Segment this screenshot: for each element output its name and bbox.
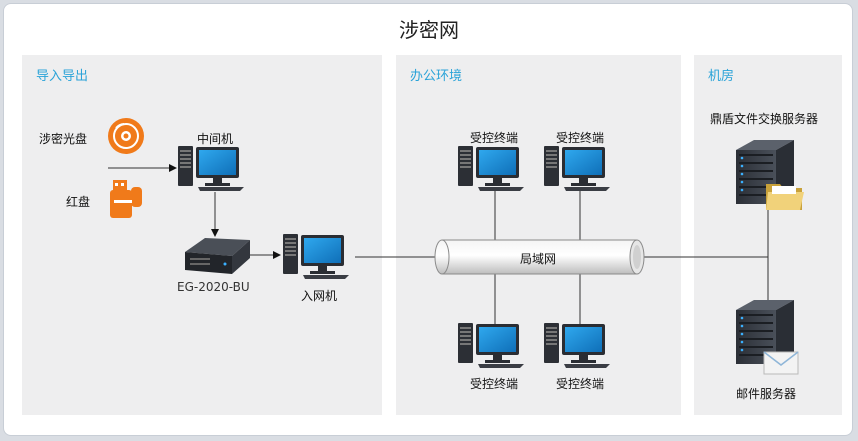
terminal-bottom-left-icon xyxy=(458,323,524,368)
zone-office: 办公环境 xyxy=(396,55,681,415)
connector-lines xyxy=(108,164,769,325)
label-intermediate-pc: 中间机 xyxy=(197,132,234,146)
label-file-server: 鼎盾文件交换服务器 xyxy=(710,112,819,126)
label-lan: 局域网 xyxy=(520,252,557,266)
intermediate-pc-icon xyxy=(178,146,244,191)
label-terminal-bottom-left: 受控终端 xyxy=(470,377,519,391)
folder-icon xyxy=(766,184,804,210)
zone-import-export-title: 导入导出 xyxy=(36,69,89,84)
zone-server-room-title: 机房 xyxy=(708,69,735,84)
mail-icon xyxy=(763,351,799,375)
terminal-top-right-icon xyxy=(544,146,610,191)
label-red-disk: 红盘 xyxy=(66,195,91,209)
usb-drive-icon xyxy=(110,180,142,218)
label-terminal-top-left: 受控终端 xyxy=(470,131,519,145)
terminal-bottom-right-icon xyxy=(544,323,610,368)
diagram-title: 涉密网 xyxy=(399,18,459,42)
gateway-device-icon xyxy=(185,238,250,274)
label-entry-pc: 入网机 xyxy=(301,289,338,303)
label-terminal-top-right: 受控终端 xyxy=(556,131,605,145)
lan-pipe xyxy=(434,239,645,275)
label-classified-disc: 涉密光盘 xyxy=(39,132,88,146)
file-server-icon xyxy=(736,140,804,210)
label-mail-server: 邮件服务器 xyxy=(736,387,797,401)
mail-server-icon xyxy=(736,300,799,375)
disc-icon xyxy=(108,118,144,154)
zone-office-title: 办公环境 xyxy=(410,69,463,84)
entry-pc-icon xyxy=(283,234,349,279)
terminal-top-left-icon xyxy=(458,146,524,191)
label-terminal-bottom-right: 受控终端 xyxy=(556,377,605,391)
label-device: EG-2020-BU xyxy=(177,280,250,294)
